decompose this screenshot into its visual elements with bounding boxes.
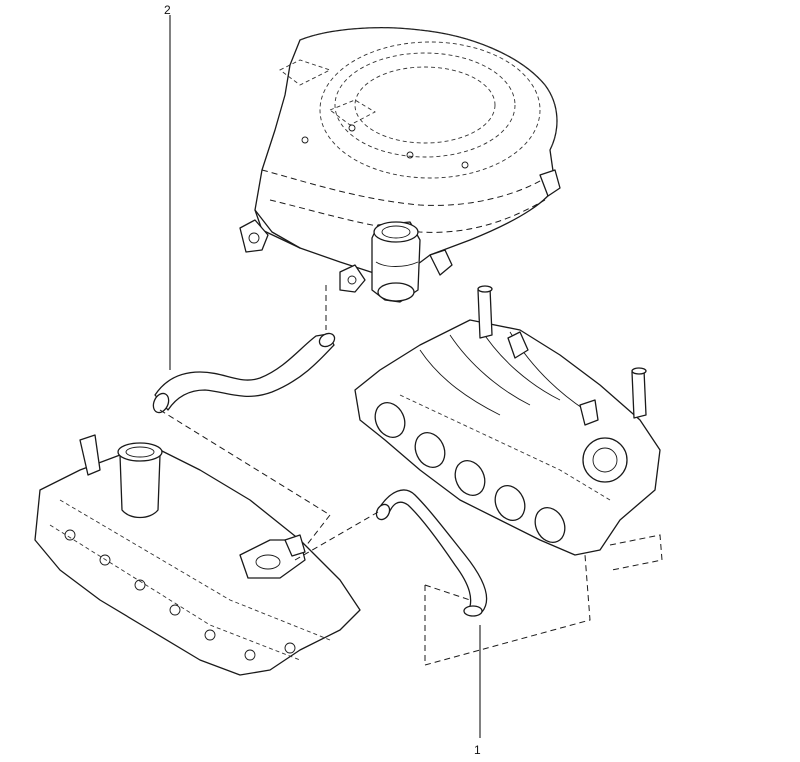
callout-1: 1 [474, 625, 481, 757]
alignment-box-hose-1 [424, 554, 591, 666]
cylinder-head-cover [34, 434, 361, 676]
alignment-line-hose-1 [294, 511, 379, 561]
breather-hose-2 [152, 332, 336, 414]
callout-2: 2 [164, 3, 171, 370]
alignment-line-hose-2 [159, 409, 331, 516]
alignment-line-hose-1-b [424, 584, 471, 601]
callout-label-2: 2 [164, 3, 171, 17]
alignment-line-manifold [609, 534, 663, 571]
callout-label-1: 1 [474, 743, 481, 757]
breather-hose-1 [375, 489, 488, 617]
air-filter-housing [239, 27, 561, 303]
intake-manifold [354, 285, 661, 556]
